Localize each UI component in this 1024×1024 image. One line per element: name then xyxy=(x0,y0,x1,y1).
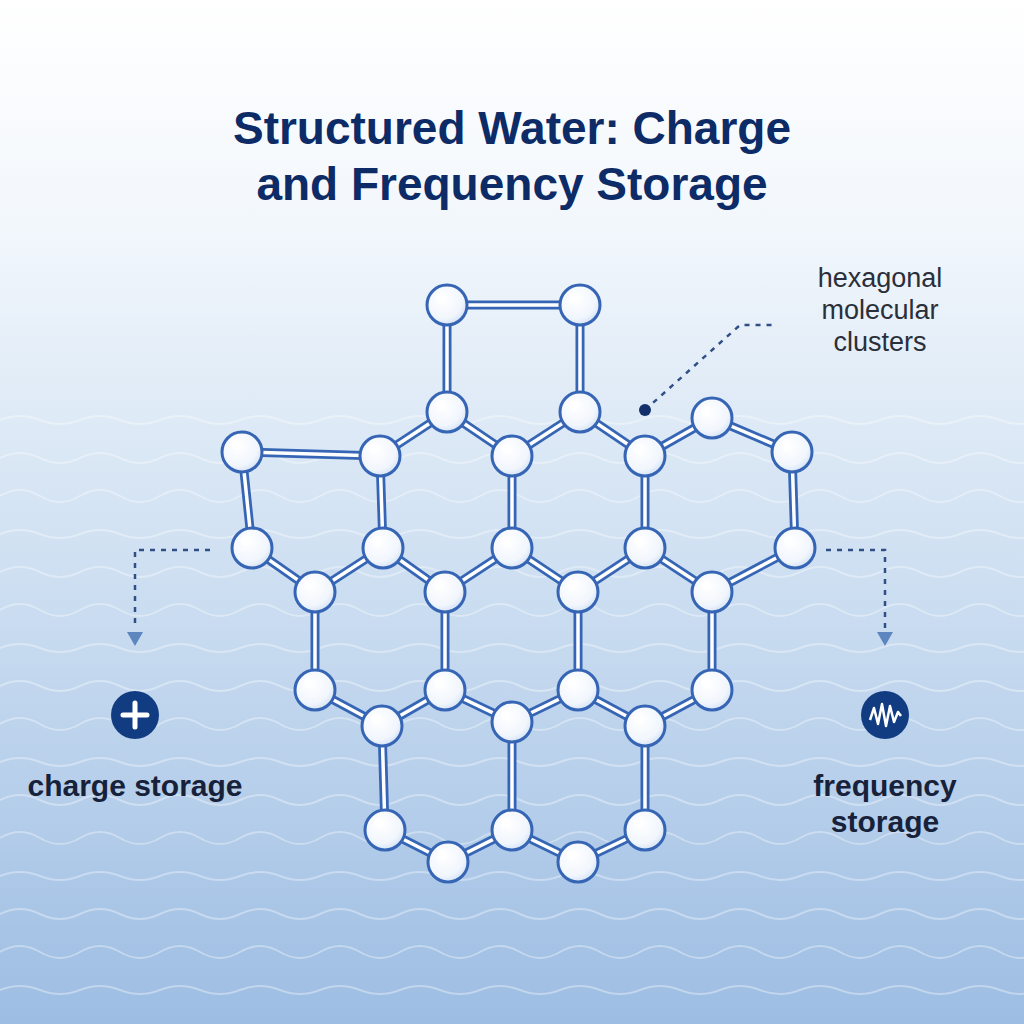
ball-highlight xyxy=(634,536,644,546)
molecule-ball xyxy=(295,572,335,612)
leader-dot xyxy=(639,404,651,416)
diagram-title: Structured Water: Charge and Frequency S… xyxy=(112,100,912,212)
ball-highlight xyxy=(701,580,711,590)
molecule-ball xyxy=(425,670,465,710)
ball-highlight xyxy=(781,440,791,450)
molecule-ball xyxy=(558,842,598,882)
molecule-ball xyxy=(425,572,465,612)
ball-highlight xyxy=(304,678,314,688)
molecule-ball xyxy=(427,392,467,432)
ball-highlight xyxy=(634,444,644,454)
caption-label: charge storage xyxy=(15,768,255,804)
molecule-ball xyxy=(492,702,532,742)
molecule-ball xyxy=(232,528,272,568)
ball-highlight xyxy=(436,293,446,303)
ball-highlight xyxy=(634,818,644,828)
molecule-ball xyxy=(492,436,532,476)
ball-highlight xyxy=(569,293,579,303)
charge-icon xyxy=(111,691,159,739)
molecule-ball xyxy=(492,810,532,850)
molecule-ball xyxy=(365,810,405,850)
molecule-ball xyxy=(560,392,600,432)
arrowhead xyxy=(127,632,143,646)
molecule-ball xyxy=(692,572,732,612)
molecule-ball xyxy=(692,670,732,710)
molecule-ball xyxy=(360,436,400,476)
ball-highlight xyxy=(784,536,794,546)
molecule-ball xyxy=(560,285,600,325)
ball-highlight xyxy=(304,580,314,590)
molecule-ball xyxy=(427,285,467,325)
leader-lines xyxy=(135,325,885,628)
callout-label: hexagonal molecular clusters xyxy=(780,262,980,358)
ball-highlight xyxy=(567,678,577,688)
ball-highlight xyxy=(634,714,644,724)
ball-highlight xyxy=(569,400,579,410)
ball-highlight xyxy=(567,850,577,860)
molecule-ball xyxy=(295,670,335,710)
molecule-ball xyxy=(625,436,665,476)
ball-highlight xyxy=(369,444,379,454)
ball-highlight xyxy=(501,818,511,828)
molecule-ball xyxy=(625,810,665,850)
ball-highlight xyxy=(501,444,511,454)
molecule-ball xyxy=(558,670,598,710)
ball-highlight xyxy=(436,400,446,410)
ball-highlight xyxy=(701,406,711,416)
ball-highlight xyxy=(241,536,251,546)
ball-highlight xyxy=(501,710,511,720)
molecule-ball xyxy=(492,528,532,568)
molecule-ball xyxy=(363,528,403,568)
ball-highlight xyxy=(371,714,381,724)
arrowhead xyxy=(877,632,893,646)
ball-highlight xyxy=(567,580,577,590)
ball-highlight xyxy=(501,536,511,546)
ball-highlight xyxy=(437,850,447,860)
ball-highlight xyxy=(372,536,382,546)
ball-highlight xyxy=(434,678,444,688)
ball-highlight xyxy=(374,818,384,828)
molecule-ball xyxy=(772,432,812,472)
molecule-ball xyxy=(692,398,732,438)
caption-label: frequency storage xyxy=(765,768,1005,840)
molecule-ball xyxy=(362,706,402,746)
molecule-ball xyxy=(558,572,598,612)
molecule-ball xyxy=(222,432,262,472)
ball-highlight xyxy=(701,678,711,688)
molecule-ball xyxy=(775,528,815,568)
molecule-ball xyxy=(625,528,665,568)
molecule-ball xyxy=(625,706,665,746)
ball-highlight xyxy=(231,440,241,450)
frequency-icon xyxy=(861,691,909,739)
ball-highlight xyxy=(434,580,444,590)
molecule-ball xyxy=(428,842,468,882)
